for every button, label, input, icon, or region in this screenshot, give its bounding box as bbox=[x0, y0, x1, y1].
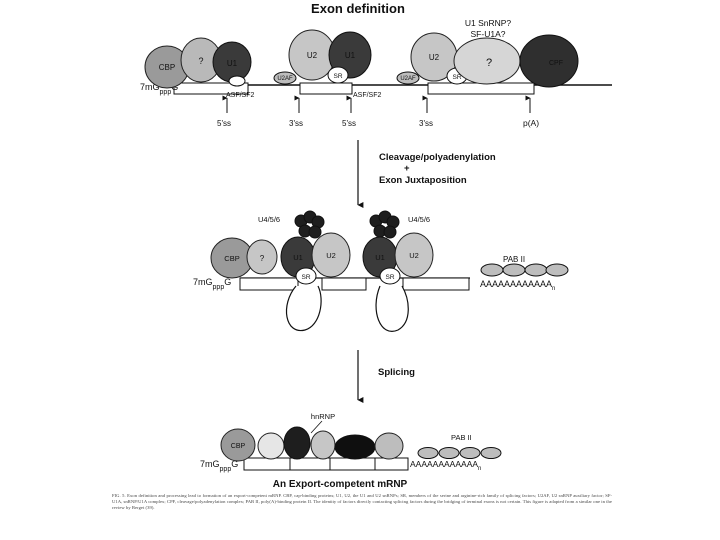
figure-caption: FIG. 5. Exon definition and processing l… bbox=[112, 493, 612, 510]
site-polya: p(A) bbox=[523, 118, 539, 128]
u2-label: U2 bbox=[409, 251, 419, 260]
unknown-factor-label: ? bbox=[260, 254, 265, 263]
exon-box-1 bbox=[173, 82, 249, 95]
step1-line2: Exon Juxtaposition bbox=[379, 175, 467, 186]
u456-label-1: U4/5/6 bbox=[258, 215, 280, 224]
cpf-particle bbox=[519, 34, 579, 88]
cbp-label: CBP bbox=[231, 443, 246, 450]
asf-sf2-label-1: ASF/SF2 bbox=[226, 92, 255, 99]
sr-label: SR bbox=[333, 73, 342, 80]
u1-label: U1 bbox=[293, 253, 303, 262]
cpf-label: CPF bbox=[549, 60, 563, 67]
exon-box-2 bbox=[299, 82, 353, 95]
hnrnp-particle-5 bbox=[374, 432, 404, 460]
polya-tail-final: AAAAAAAAAAAAn bbox=[410, 459, 481, 472]
cbp-label: CBP bbox=[224, 254, 239, 263]
u1-snrnp-question: U1 SnRNP? bbox=[465, 18, 512, 28]
hnrnp-particle-3 bbox=[310, 430, 336, 460]
pab-ii-particles bbox=[480, 263, 569, 277]
site-5ss-1: 5'ss bbox=[217, 119, 231, 128]
site-3ss-2: 3'ss bbox=[419, 119, 433, 128]
u2af-particle bbox=[396, 71, 420, 85]
intron-loop-2 bbox=[375, 285, 409, 332]
u2-label: U2 bbox=[429, 53, 440, 62]
step1-plus: + bbox=[404, 163, 410, 174]
hnrnp-pointer bbox=[310, 420, 323, 434]
site-3ss-1: 3'ss bbox=[289, 119, 303, 128]
sr-protein bbox=[295, 267, 317, 285]
site-arrows bbox=[222, 95, 531, 113]
exon-box-3 bbox=[427, 82, 535, 95]
pab-ii-particles-final bbox=[417, 447, 502, 459]
u456-cluster-1 bbox=[294, 210, 325, 239]
site-5ss-2: 5'ss bbox=[342, 119, 356, 128]
sr-protein bbox=[327, 66, 349, 84]
pre-mrna-juxtaposed bbox=[239, 277, 470, 332]
u456-cluster-2 bbox=[369, 210, 400, 239]
sr-label: SR bbox=[301, 274, 310, 281]
question-label: ? bbox=[486, 57, 492, 69]
hnrnp-particle-2 bbox=[283, 426, 311, 460]
final-title: An Export-competent mRNP bbox=[273, 479, 408, 490]
cbp-label: CBP bbox=[159, 63, 175, 72]
u2-label: U2 bbox=[307, 51, 318, 60]
u2af-label: U2AF bbox=[400, 76, 416, 82]
hnrnp-particle-4 bbox=[334, 434, 376, 460]
sr-label: SR bbox=[452, 74, 461, 81]
u2-snrnp bbox=[311, 232, 351, 278]
u2-snrnp bbox=[394, 232, 434, 278]
asf-sf2-label-2: ASF/SF2 bbox=[353, 92, 382, 99]
u456-label-2: U4/5/6 bbox=[408, 215, 430, 224]
step2-label: Splicing bbox=[378, 367, 415, 378]
sf-u1a-question: SF-U1A? bbox=[471, 29, 506, 39]
diagram-title: Exon definition bbox=[311, 1, 405, 16]
unknown-factor bbox=[246, 239, 278, 275]
cap-label-2: 7mGpppG bbox=[193, 277, 231, 291]
sr-protein bbox=[379, 267, 401, 285]
cap-label-3: 7mGpppG bbox=[200, 459, 238, 473]
hnrnp-particle-1 bbox=[257, 432, 285, 460]
pab-label-final: PAB II bbox=[451, 433, 472, 442]
cbp-particle bbox=[220, 428, 256, 462]
sr-protein bbox=[228, 75, 246, 87]
u1-label: U1 bbox=[345, 51, 356, 60]
sr-label: SR bbox=[385, 274, 394, 281]
u1-label: U1 bbox=[227, 59, 238, 68]
u1-label: U1 bbox=[375, 253, 385, 262]
u2af-label: U2AF bbox=[277, 76, 293, 82]
hnrnp-label: hnRNP bbox=[311, 412, 335, 421]
u2af-particle bbox=[273, 71, 297, 85]
pab-label: PAB II bbox=[503, 255, 525, 264]
mature-mrna bbox=[243, 457, 409, 471]
intron-loop-1 bbox=[285, 285, 322, 332]
unknown-factor-label: ? bbox=[198, 56, 203, 66]
step1-line1: Cleavage/polyadenylation bbox=[379, 152, 496, 163]
u2-label: U2 bbox=[326, 251, 336, 260]
polya-tail: AAAAAAAAAAAAn bbox=[480, 279, 555, 292]
u1-snrnp bbox=[328, 31, 372, 79]
